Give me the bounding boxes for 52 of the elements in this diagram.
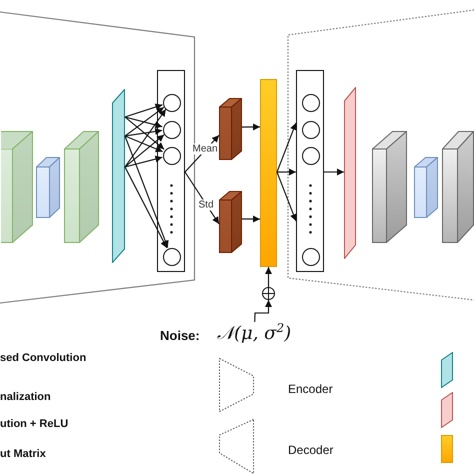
layer-block bbox=[1, 131, 33, 243]
arrow bbox=[277, 168, 296, 176]
layer-type-label: nalization bbox=[0, 390, 51, 404]
edge-label: Std bbox=[198, 199, 214, 210]
noise-label: Noise: bbox=[160, 329, 200, 343]
arrow bbox=[124, 108, 166, 168]
edge-label: Mean bbox=[192, 143, 218, 154]
arrow bbox=[124, 116, 162, 128]
neuron-circle bbox=[302, 94, 320, 112]
latent-block bbox=[219, 191, 242, 253]
layer-block bbox=[36, 157, 60, 218]
layer-parallelogram bbox=[344, 87, 356, 259]
arrow bbox=[124, 116, 164, 150]
arrow bbox=[324, 168, 344, 176]
arrow bbox=[124, 166, 168, 248]
layer-block bbox=[414, 157, 438, 218]
layer-type-label: ut Matrix bbox=[0, 447, 46, 461]
decoder-frame bbox=[287, 9, 474, 301]
neuron-circle bbox=[163, 147, 181, 165]
layer-block bbox=[442, 131, 474, 243]
arrow bbox=[276, 172, 297, 222]
arrow bbox=[242, 216, 260, 223]
arrow bbox=[124, 136, 163, 152]
arrow bbox=[124, 156, 162, 168]
neuron-circle bbox=[163, 121, 181, 139]
latent-bar bbox=[260, 79, 277, 267]
layer-type-label: ution + ReLU bbox=[0, 417, 68, 431]
arrow bbox=[124, 136, 169, 248]
layer-parallelogram bbox=[112, 89, 125, 263]
neuron-circle bbox=[302, 248, 320, 266]
arrow bbox=[265, 267, 272, 287]
neuron-circle bbox=[163, 248, 181, 266]
neuron-circle bbox=[302, 121, 320, 139]
arrow bbox=[124, 134, 164, 168]
neuron-column bbox=[296, 70, 324, 272]
arrow bbox=[242, 123, 260, 130]
neuron-circle bbox=[302, 147, 320, 165]
arrow bbox=[124, 104, 163, 118]
layer-block bbox=[372, 131, 407, 243]
neuron-column bbox=[157, 70, 185, 272]
legend-label: Decoder bbox=[288, 443, 334, 457]
noise-formula: 𝒩(μ, σ$^{2}$) bbox=[217, 322, 299, 346]
sum-symbol bbox=[262, 287, 275, 300]
arrow bbox=[276, 122, 297, 172]
latent-block bbox=[219, 98, 242, 160]
arrow bbox=[124, 128, 162, 137]
layer-type-label: sed Convolution bbox=[0, 351, 86, 365]
layer-block bbox=[64, 131, 99, 243]
arrow bbox=[124, 106, 164, 136]
neuron-circle bbox=[163, 94, 181, 112]
arrow bbox=[254, 300, 272, 322]
legend-label: Encoder bbox=[288, 382, 333, 396]
